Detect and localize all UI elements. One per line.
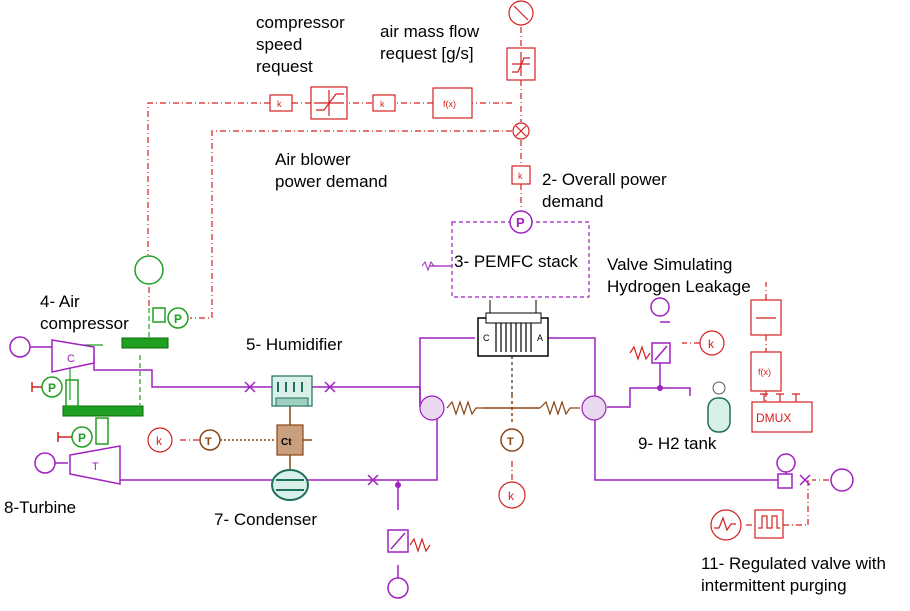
label-line: request: [256, 57, 313, 76]
label-line: 4- Air: [40, 292, 80, 311]
regulated-valve-label: 11- Regulated valve with intermittent pu…: [701, 553, 886, 597]
demux-label: DMUX: [756, 411, 791, 425]
thermal-springs: [446, 400, 580, 416]
compressor-shaft: [62, 307, 169, 445]
label-line: 11- Regulated valve with: [701, 554, 886, 573]
regulated-valve: [777, 473, 793, 489]
purple-sources: [9, 297, 854, 599]
label-line: Air blower: [275, 150, 351, 169]
label-line: compressor: [256, 13, 345, 32]
red-ticks: [31, 382, 72, 442]
pemfc-stack: C A: [421, 221, 590, 395]
label-line: air mass flow: [380, 22, 480, 41]
condenser: [271, 469, 309, 501]
gain-label-2: k: [277, 99, 282, 109]
green-sensors: [41, 255, 189, 448]
turbine: T: [69, 445, 121, 485]
label-line: intermittent purging: [701, 576, 847, 595]
gain-circle-label-1: k: [708, 337, 715, 351]
temp-sensor-left: T: [205, 436, 212, 448]
air-mass-flow-request-label: air mass flow request [g/s]: [380, 21, 479, 65]
label-line: Hydrogen Leakage: [607, 277, 751, 296]
h2-tank: [707, 381, 731, 433]
leakage-valve: [629, 342, 671, 391]
signal-block-labels: f(x) k k k f(x) DMUX k k k: [156, 99, 791, 503]
thermal-lines: [220, 395, 540, 470]
stack-a-symbol: A: [537, 333, 543, 343]
label-line: Valve Simulating: [607, 255, 733, 274]
label-line: demand: [542, 192, 604, 211]
turbine-label: 8-Turbine: [4, 498, 77, 517]
signal-blocks: [147, 0, 813, 541]
gain-label-1: k: [380, 99, 385, 109]
pemfc-stack-label: 3- PEMFC stack: [454, 252, 578, 271]
h2-tank-label: 9- H2 tank: [638, 434, 717, 453]
heat-exchanger-symbol: Ct: [281, 437, 292, 448]
compressor-symbol: C: [67, 353, 75, 365]
label-line: speed: [256, 35, 303, 54]
compressor-speed-request-label: compressor speed request: [256, 12, 345, 78]
purge-valve-bottom: [387, 482, 431, 553]
stack-c-symbol: C: [483, 333, 490, 343]
green-sensor-p1: P: [174, 312, 182, 326]
gain-circle-label-2: k: [156, 434, 163, 448]
valve-hydrogen-leakage-label: Valve Simulating Hydrogen Leakage: [607, 254, 751, 298]
fx-label-right: f(x): [758, 367, 771, 377]
label-line: compressor: [40, 314, 129, 333]
stack-power-symbol: P: [516, 215, 525, 230]
humidifier: [271, 375, 313, 407]
label-line: power demand: [275, 172, 388, 191]
orifice-ports: [419, 395, 607, 421]
green-sensor-labels: P P P: [48, 312, 182, 445]
air-compressor-label: 4- Air compressor: [40, 291, 129, 335]
overall-power-demand-label: 2- Overall power demand: [542, 169, 667, 213]
green-sensor-p3: P: [78, 431, 86, 445]
condenser-label: 7- Condenser: [214, 510, 318, 529]
purple-x-marks: [244, 381, 811, 486]
turbine-symbol: T: [92, 461, 99, 473]
label-line: 2- Overall power: [542, 170, 667, 189]
gain-circle-label-3: k: [508, 489, 515, 503]
air-blower-power-demand-label: Air blower power demand: [275, 149, 387, 193]
humidifier-label: 5- Humidifier: [246, 335, 343, 354]
stack-power-sensor: P: [509, 210, 533, 234]
heat-exchanger: Ct T T: [199, 424, 524, 456]
label-line: request [g/s]: [380, 44, 474, 63]
green-sensor-p2: P: [48, 381, 56, 395]
temp-sensor-center: T: [507, 436, 514, 448]
signal-lines: [147, 27, 829, 526]
gain-label-3: k: [518, 171, 523, 181]
fx-label-top: f(x): [443, 99, 456, 109]
compressor: C: [51, 339, 95, 373]
